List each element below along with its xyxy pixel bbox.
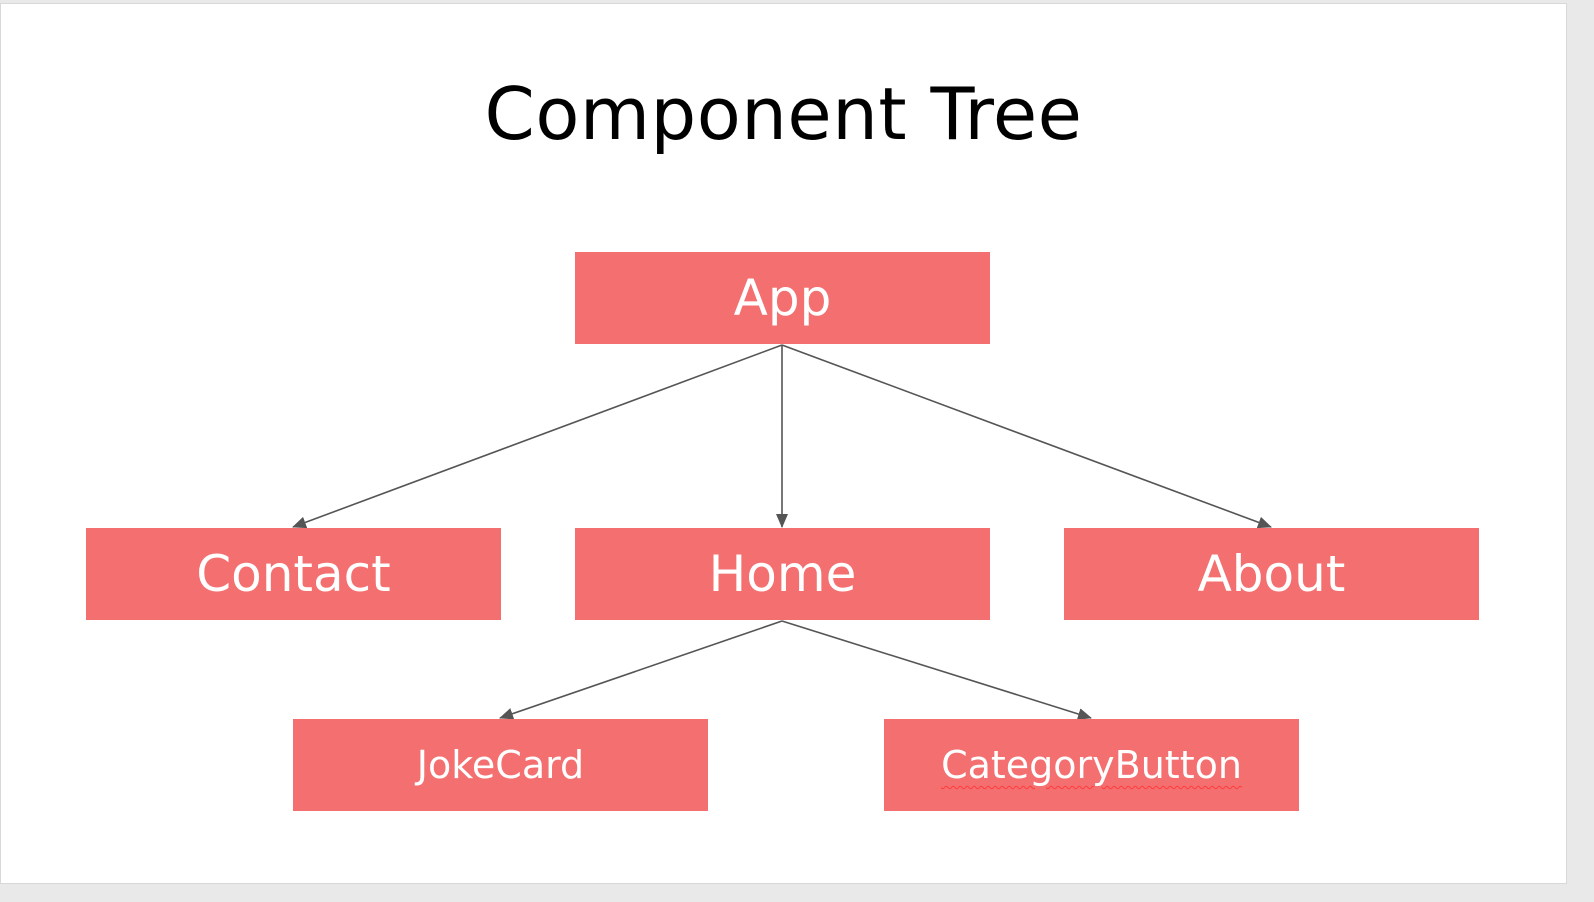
node-label-contact: Contact bbox=[196, 545, 391, 603]
node-about: About bbox=[1064, 528, 1479, 620]
node-home: Home bbox=[575, 528, 990, 620]
slide-title: Component Tree bbox=[484, 72, 1083, 156]
node-label-app: App bbox=[733, 269, 832, 327]
node-categorybutton: CategoryButton bbox=[884, 719, 1299, 811]
node-app: App bbox=[575, 252, 990, 344]
node-label-about: About bbox=[1197, 545, 1346, 603]
node-jokecard: JokeCard bbox=[293, 719, 708, 811]
node-label-categorybutton: CategoryButton bbox=[941, 743, 1242, 787]
node-label-home: Home bbox=[708, 545, 857, 603]
node-label-jokecard: JokeCard bbox=[416, 743, 585, 787]
node-contact: Contact bbox=[86, 528, 501, 620]
